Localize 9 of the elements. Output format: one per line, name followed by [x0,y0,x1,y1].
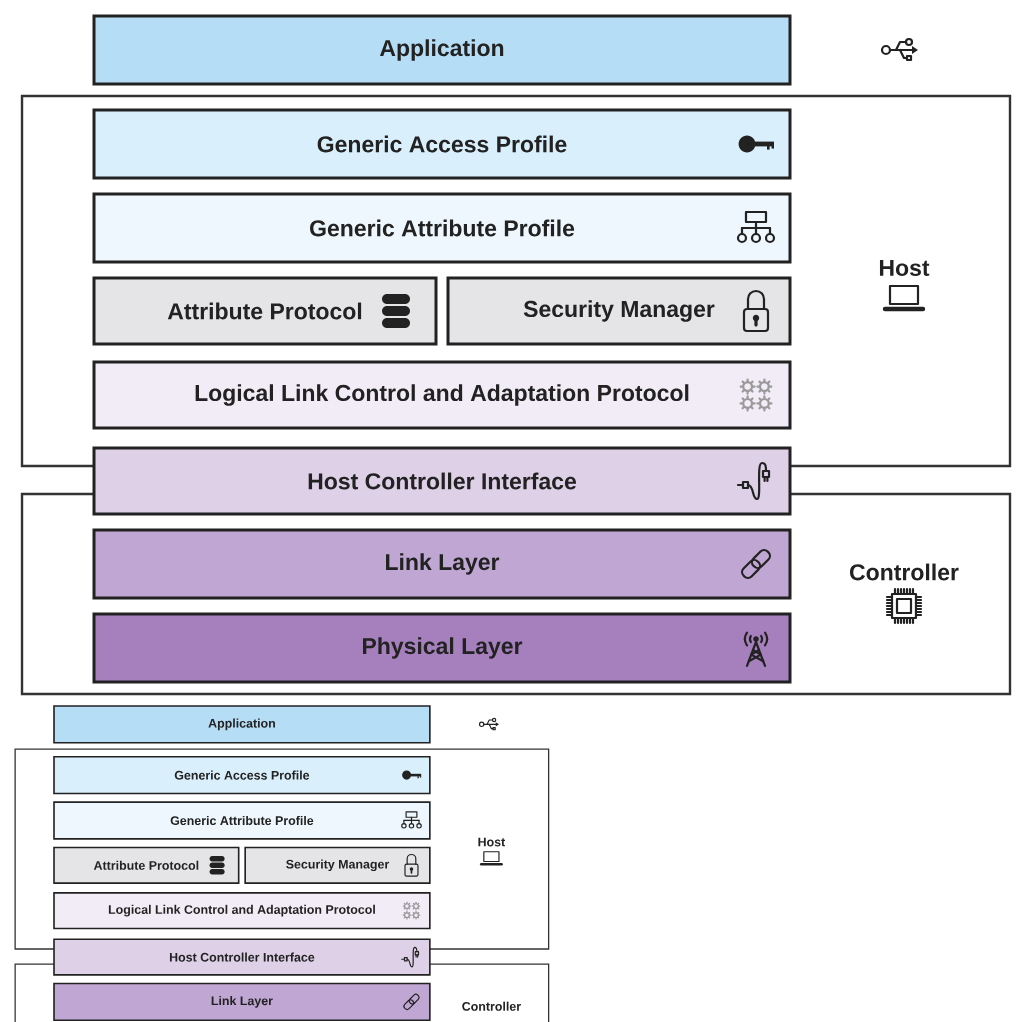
layer-box: Host Controller Interface [92,446,792,516]
layer-box: Security Manager [446,276,792,346]
layer-box: Application [92,14,792,86]
layer-box: Physical Layer [92,612,792,684]
layer-box: Link Layer [92,528,792,600]
layer-box: Generic Attribute Profile [92,192,792,264]
layer-box: Attribute Protocol [92,276,438,346]
layer-box: Generic Access Profile [92,108,792,180]
layer-box: Logical Link Control and Adaptation Protocol [92,360,792,430]
